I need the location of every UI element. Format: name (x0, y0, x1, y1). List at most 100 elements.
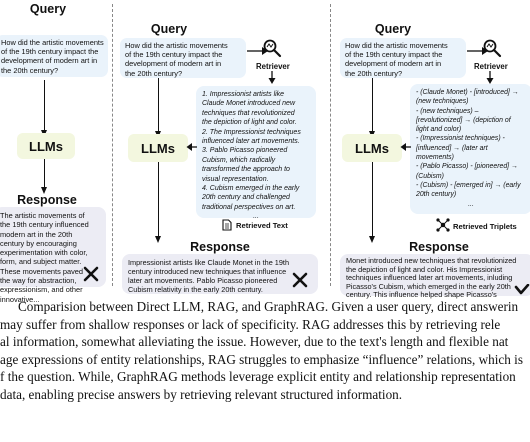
response-header: Response (17, 193, 77, 207)
response-box: The artistic movements of the 19th centu… (0, 207, 106, 304)
retriever-down-arrow (486, 71, 494, 84)
query-line: of the 19th century impact the (125, 50, 223, 60)
document-icon (222, 219, 232, 231)
flow-arrow (372, 78, 374, 133)
triple-line: movements) (416, 154, 454, 162)
query-line: of the 19th century impact the (1, 47, 99, 57)
triple-line: light and color) (416, 126, 462, 134)
response-line: modern art in the 20th (0, 229, 73, 239)
retrieved-triplets-box: - (Claude Monet) - [introduced] → (new t… (410, 84, 530, 214)
query-line: the 20th century? (125, 68, 183, 78)
response-line: These movements paved (0, 266, 83, 276)
response-line: Picasso's Cubism, which emerged in the e… (346, 281, 511, 291)
response-line: The artistic movements of (0, 211, 85, 220)
retrieved-line: 3. Pablo Picasso pioneered (202, 147, 288, 155)
check-icon (514, 284, 530, 295)
triple-line: - (Cubism) - [emerged in] → (early (416, 181, 521, 189)
response-line: century by encouraging (0, 238, 77, 248)
retrieved-line: 20th century and challenged (202, 194, 290, 202)
response-header: Response (409, 240, 469, 254)
retrieved-line: the depiction of light and color. (202, 119, 297, 127)
triple-line: - (Claude Monet) - [introduced] → (416, 89, 519, 96)
triple-line: (new techniques) (416, 98, 469, 106)
response-line: the 19th century influenced (0, 220, 89, 230)
query-line: the 20th century? (1, 65, 59, 75)
response-line: Impressionist artists like Claude Monet … (128, 258, 290, 267)
retrieved-line: visual representation. (202, 175, 269, 183)
query-line: How did the artistic movements (125, 41, 228, 50)
triple-line: 20th century) (416, 191, 457, 199)
retriever-search-icon (483, 39, 502, 58)
retrieved-line: ... (253, 213, 259, 221)
arrowhead (41, 187, 47, 194)
retrieved-line: 1. Impressionist artists like (202, 91, 285, 98)
caption-line: f the question. While, GraphRAG methods … (0, 369, 516, 385)
retrieved-triplets-label: Retrieved Triplets (453, 222, 517, 231)
caption-line: may suffer from shallow responses or lac… (0, 316, 501, 332)
response-line: later art movements. Pablo Picasso pione… (128, 276, 278, 285)
response-line: expressionism, and other (0, 285, 83, 295)
flow-arrow (158, 162, 160, 238)
retrieved-line: 4. Cubism emerged in the early (202, 185, 300, 193)
flow-arrow (158, 78, 160, 133)
query-box: How did the artistic movements of the 19… (340, 38, 466, 78)
response-line: century. This influence helped shape Pic… (346, 290, 497, 300)
retrieved-to-llm-arrow (186, 143, 197, 151)
query-line: of the 19th century impact the (345, 50, 443, 60)
query-to-retriever-arrow (467, 47, 488, 55)
query-header: Query (150, 22, 188, 36)
flow-arrow (44, 159, 46, 189)
response-line: century introduced new techniques that i… (128, 267, 287, 276)
caption-line: data, enabling precise answers by retrie… (0, 386, 403, 402)
arrowhead (369, 236, 375, 243)
flow-arrow (372, 162, 374, 238)
retrieved-line: transformed the approach to (202, 166, 290, 174)
llm-box: LLMs (342, 134, 402, 162)
query-line: How did the artistic movements (1, 38, 104, 47)
panel-divider (330, 4, 331, 286)
query-line: development of modern art in (345, 59, 442, 69)
flow-arrow (44, 80, 46, 132)
caption-line: Comparision between Direct LLM, RAG, and… (18, 299, 519, 314)
retrieved-to-llm-arrow (400, 143, 411, 151)
response-line: Monet introduced new techniques that rev… (346, 256, 517, 265)
retriever-search-icon (263, 39, 282, 58)
triple-line: - (Impressionist techniques) - (416, 135, 505, 143)
response-header: Response (190, 240, 250, 254)
retrieved-line: influenced later art movements. (202, 138, 300, 146)
query-to-retriever-arrow (247, 47, 268, 55)
retrieved-line: 2. The Impressionist techniques (202, 128, 301, 136)
caption-line: al information, somewhat alleviating the… (0, 334, 509, 350)
retriever-down-arrow (268, 71, 276, 84)
retriever-label: Retriever (474, 62, 508, 71)
query-box: How did the artistic movements of the 19… (120, 38, 246, 78)
figure-caption: Comparision between Direct LLM, RAG, and… (0, 298, 530, 404)
retrieved-text-box: 1. Impressionist artists like Claude Mon… (196, 86, 316, 221)
panel-divider (112, 4, 113, 286)
query-header: Query (374, 22, 412, 36)
caption-line: age expressions of entity relationships,… (0, 351, 523, 367)
query-line: How did the artistic movements (345, 41, 448, 50)
triple-line: [influenced] → (later art (416, 144, 488, 152)
llm-box: LLMs (17, 133, 75, 159)
query-line: development of modern art in (125, 59, 222, 69)
triple-line: - (new techniques) – (416, 107, 479, 115)
query-line: development of modern art in (1, 56, 98, 66)
response-box: Monet introduced new techniques that rev… (340, 254, 530, 299)
retrieved-line: traditional perspectives on art. (202, 203, 296, 211)
retrieved-line: techniques that revolutionized (202, 109, 295, 117)
graph-icon (436, 218, 450, 232)
retrieved-text-label: Retrieved Text (236, 221, 288, 230)
triple-line: (Cubism) (416, 172, 444, 180)
triple-line: [revolutionized] → (depiction of (416, 116, 511, 124)
response-box: Impressionist artists like Claude Monet … (122, 254, 318, 294)
triple-line: - (Pablo Picasso) - [pioneered] → (416, 163, 518, 171)
retrieved-line: Cubism, which radically (202, 156, 276, 164)
response-line: experimentation with color, (0, 248, 88, 258)
query-header: Query (29, 2, 67, 16)
response-line: the way for abstraction, (0, 276, 77, 286)
cross-icon (292, 272, 308, 288)
retrieved-line: Claude Monet introduced new (202, 100, 296, 108)
query-line: the 20th century? (345, 68, 403, 78)
arrowhead (155, 236, 161, 243)
